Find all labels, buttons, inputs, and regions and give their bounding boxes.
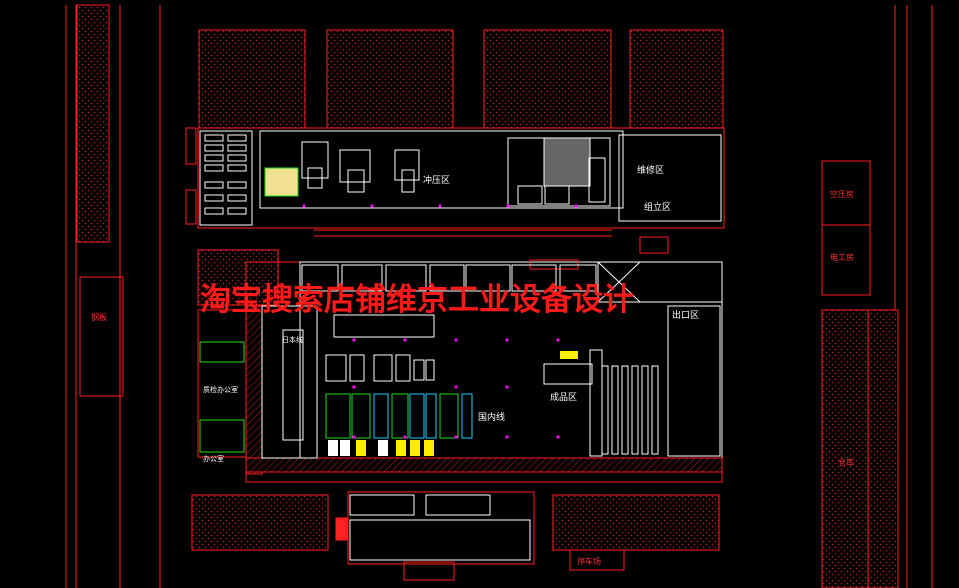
inspection-label: 质检办公室 — [203, 385, 238, 394]
repair-zone-label: 维修区 — [637, 164, 664, 176]
lower-racks-top — [301, 261, 723, 303]
office-desks-upper — [204, 134, 247, 215]
parking-lot-label: 停车场 — [577, 556, 601, 566]
finished-goods-label: 成品区 — [550, 391, 577, 403]
loading-bay — [543, 363, 593, 385]
electric-room-label: 电工房 — [830, 252, 854, 262]
upper-equipment — [301, 141, 606, 205]
storage-racks — [601, 365, 659, 455]
left-road — [65, 4, 161, 588]
electric-room — [821, 224, 871, 296]
stamping-zone-label: 冲压区 — [423, 174, 450, 186]
domestic-line-label: 国内线 — [478, 411, 505, 423]
office-label: 办公室 — [203, 454, 224, 463]
stamping-machine-highlight — [264, 167, 299, 197]
air-compressor-room-label: 空压房 — [830, 189, 854, 199]
export-zone-label: 出口区 — [672, 309, 699, 321]
hatched-label-left-box — [79, 276, 124, 397]
column-markers — [302, 204, 578, 439]
product-zone-label: 日本线 — [282, 335, 303, 344]
yellow-marker — [560, 351, 578, 359]
right-road — [821, 5, 933, 588]
material-rack — [543, 137, 591, 187]
assembly-zone-label: 组立区 — [644, 201, 671, 213]
lower-building — [197, 249, 723, 483]
watermark-text: 淘宝搜索店铺维京工业设备设计 — [200, 282, 634, 318]
warehouse-right-label: 仓库 — [838, 457, 854, 467]
left-offices-lower — [199, 341, 245, 453]
hatched-label-left: 钢板 — [91, 312, 107, 322]
upper-building — [185, 127, 725, 254]
machine-block — [333, 314, 435, 338]
export-area — [667, 305, 721, 457]
production-line-equipment — [325, 393, 473, 456]
bottom-blocks — [191, 491, 720, 581]
machine-array — [325, 354, 435, 382]
top-hatched-blocks — [198, 29, 724, 129]
